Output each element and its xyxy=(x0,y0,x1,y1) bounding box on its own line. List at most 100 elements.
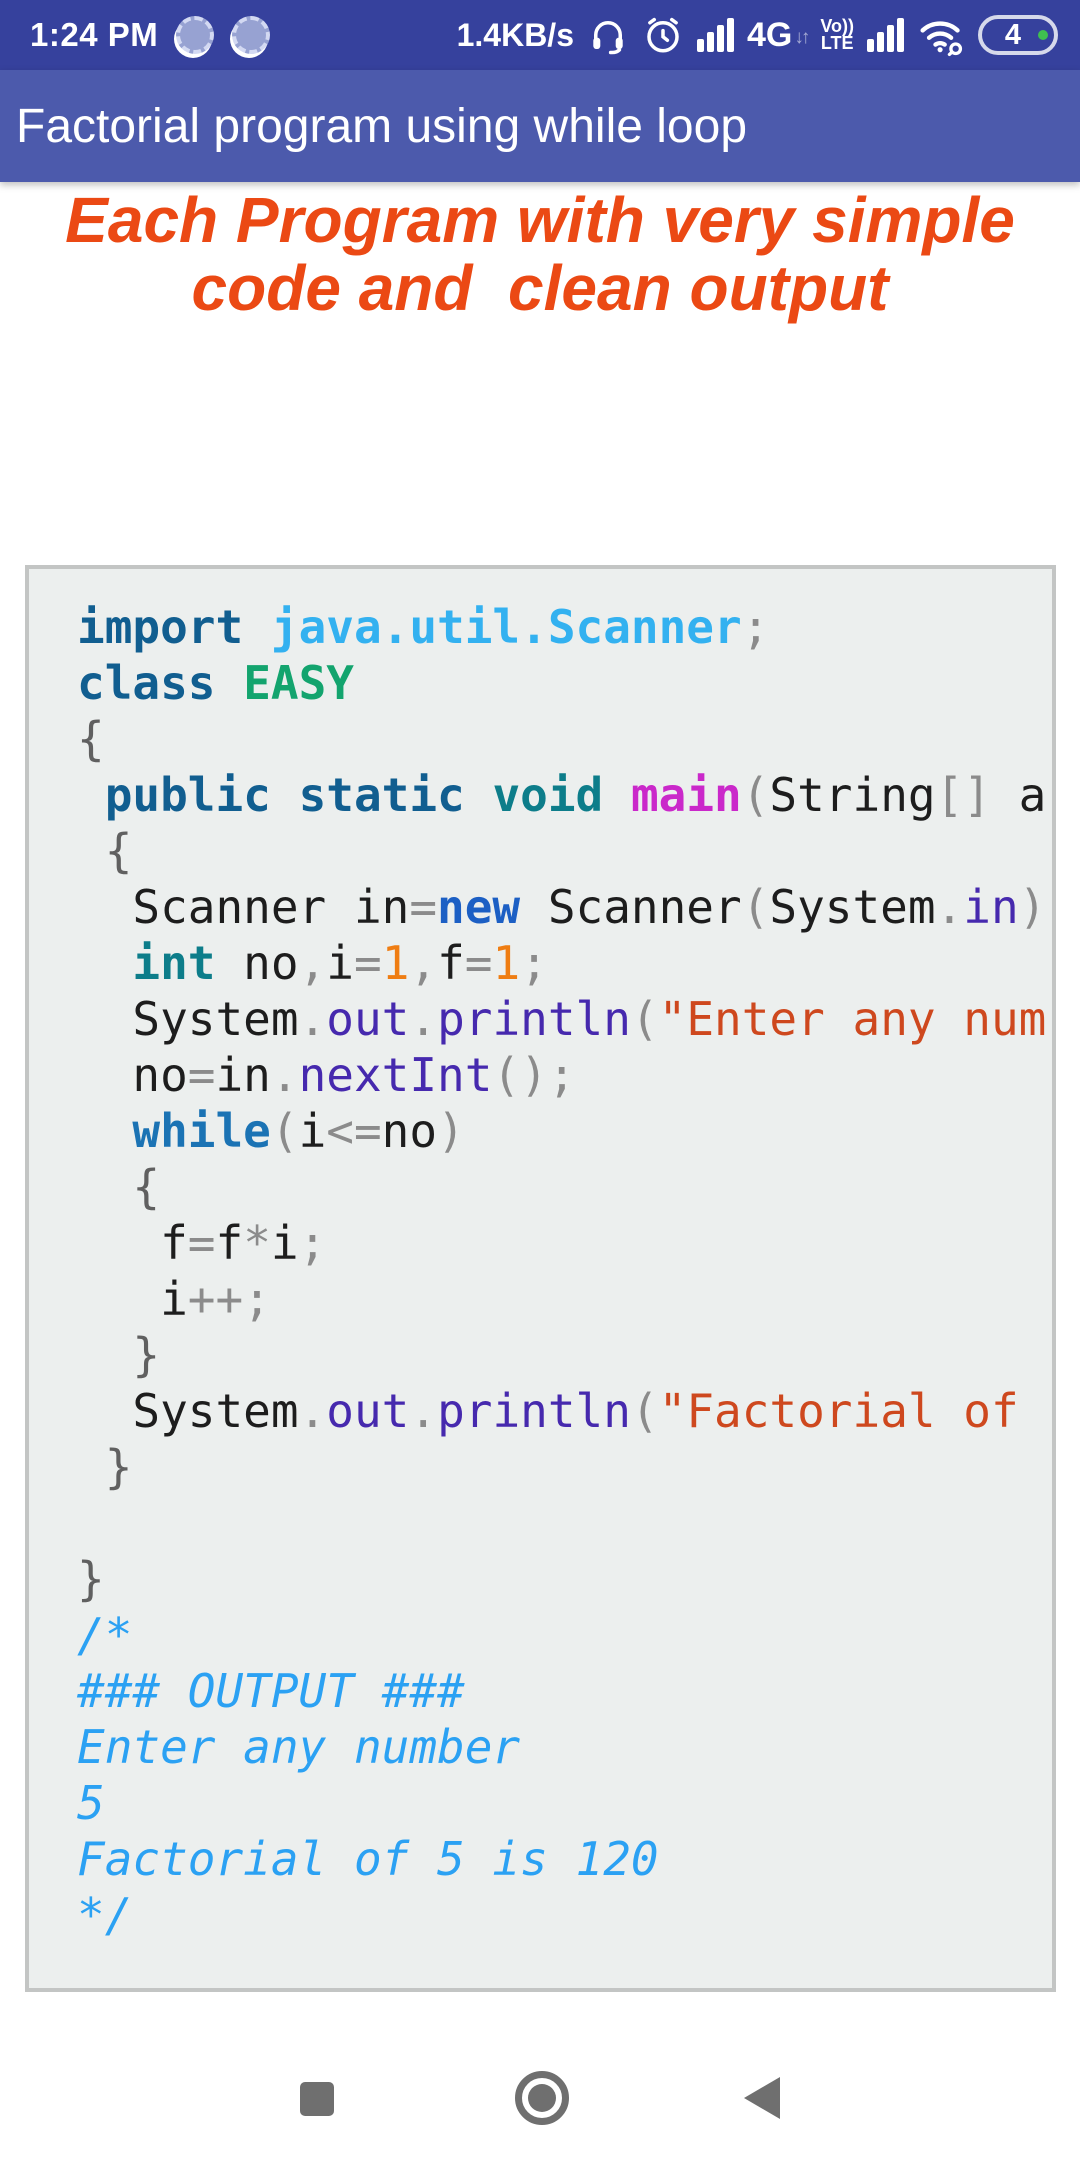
code-token: main xyxy=(630,768,742,822)
code-token: = xyxy=(187,1216,216,1270)
code-token: f xyxy=(437,936,465,990)
code-token: out xyxy=(326,992,410,1046)
code-token: void xyxy=(492,768,604,822)
code-block[interactable]: import java.util.Scanner;class EASY{ pub… xyxy=(25,565,1056,1992)
code-token: */ xyxy=(77,1888,133,1942)
code-token: . xyxy=(270,1048,299,1102)
code-token: Enter any number xyxy=(77,1720,521,1774)
code-line: */ xyxy=(77,1887,1046,1943)
code-token: . xyxy=(298,1384,327,1438)
code-token: import xyxy=(77,600,244,654)
volte-icon: Vo)) LTE xyxy=(820,16,854,52)
code-token: nextInt xyxy=(298,1048,493,1102)
code-token: ; xyxy=(243,1272,271,1326)
code-token: = xyxy=(353,936,382,990)
volte-top-text: Vo)) xyxy=(820,16,854,36)
battery-icon: 4 xyxy=(978,15,1058,55)
code-token: f xyxy=(215,1216,244,1270)
code-token: (); xyxy=(492,1048,576,1102)
code-token: System xyxy=(769,880,936,934)
code-token: , xyxy=(298,936,327,990)
code-token: Scanner xyxy=(520,880,742,934)
code-token: , xyxy=(409,936,438,990)
code-token: = xyxy=(187,1048,216,1102)
notification-spinner-icon xyxy=(232,16,271,54)
code-token: 1 xyxy=(492,936,521,990)
code-token: 5 xyxy=(77,1776,105,1830)
code-line: class EASY xyxy=(77,655,1046,711)
code-line: int no,i=1,f=1; xyxy=(77,935,1046,991)
code-token: 1 xyxy=(381,936,410,990)
code-token xyxy=(77,824,105,878)
code-token: } xyxy=(77,1552,105,1606)
code-token: ; xyxy=(741,600,770,654)
code-line: { xyxy=(77,1159,1046,1215)
code-line: Scanner in=new Scanner(System.in) xyxy=(77,879,1046,935)
code-token: { xyxy=(104,824,133,878)
code-line: ### OUTPUT ### xyxy=(77,1663,1046,1719)
code-token: ( xyxy=(741,880,770,934)
code-token: System xyxy=(77,992,299,1046)
code-token xyxy=(243,600,271,654)
code-token: . xyxy=(935,880,964,934)
code-token: /* xyxy=(77,1608,133,1662)
home-icon[interactable] xyxy=(515,2071,569,2125)
code-token: no xyxy=(77,1048,188,1102)
code-token xyxy=(77,768,105,822)
wifi-icon xyxy=(917,13,965,57)
clock-text: 1:24 PM xyxy=(30,16,159,53)
code-token xyxy=(77,1328,132,1382)
code-token xyxy=(77,936,132,990)
page-title: Factorial program using while loop xyxy=(16,99,748,153)
code-token: out xyxy=(326,1384,410,1438)
code-token: System xyxy=(77,1384,299,1438)
banner-line-2: code and clean output xyxy=(191,252,889,324)
network-speed-text: 1.4KB/s xyxy=(456,16,574,53)
code-line: System.out.println("Factorial of xyxy=(77,1383,1046,1439)
code-token: . xyxy=(298,992,327,1046)
headset-icon xyxy=(587,14,629,56)
code-line: System.out.println("Enter any num xyxy=(77,991,1046,1047)
code-token: public xyxy=(104,768,271,822)
code-token: i xyxy=(298,1104,327,1158)
code-token: ; xyxy=(298,1216,327,1270)
code-token: { xyxy=(77,712,105,766)
code-token: int xyxy=(132,936,216,990)
recents-icon[interactable] xyxy=(300,2082,334,2116)
code-token: f xyxy=(77,1216,188,1270)
notification-spinner-icon xyxy=(176,16,215,54)
code-token: i xyxy=(270,1216,299,1270)
code-token: i xyxy=(77,1272,188,1326)
code-token: a xyxy=(990,768,1047,822)
code-line: import java.util.Scanner; xyxy=(77,599,1046,655)
code-token: ( xyxy=(741,768,770,822)
app-bar: Factorial program using while loop xyxy=(0,70,1080,182)
code-line: { xyxy=(77,823,1046,879)
code-token: ### OUTPUT ### xyxy=(77,1664,465,1718)
code-token: static xyxy=(298,768,465,822)
code-token: = xyxy=(409,880,438,934)
code-token: <= xyxy=(326,1104,382,1158)
code-token: ++ xyxy=(187,1272,244,1326)
code-token: String xyxy=(769,768,936,822)
code-token: java.util.Scanner xyxy=(270,600,742,654)
code-token: in xyxy=(963,880,1019,934)
code-token: no xyxy=(215,936,299,990)
network-type-indicator: 4G ↓↑ xyxy=(747,16,810,55)
code-token: ) xyxy=(1018,880,1047,934)
code-token: ) xyxy=(437,1104,465,1158)
code-line: f=f*i; xyxy=(77,1215,1046,1271)
code-line: no=in.nextInt(); xyxy=(77,1047,1046,1103)
status-bar: 1:24 PM 1.4KB/s xyxy=(0,0,1080,70)
code-line: /* xyxy=(77,1607,1046,1663)
back-icon[interactable] xyxy=(744,2077,780,2119)
code-token: new xyxy=(437,880,521,934)
code-token: EASY xyxy=(243,656,354,710)
code-token: "Factorial of xyxy=(658,1384,1019,1438)
code-token: [] xyxy=(935,768,991,822)
code-token: ; xyxy=(520,936,548,990)
code-token xyxy=(215,656,243,710)
signal-strength-icon xyxy=(696,18,734,52)
code-token xyxy=(603,768,631,822)
banner-line-1: Each Program with very simple xyxy=(65,184,1015,256)
